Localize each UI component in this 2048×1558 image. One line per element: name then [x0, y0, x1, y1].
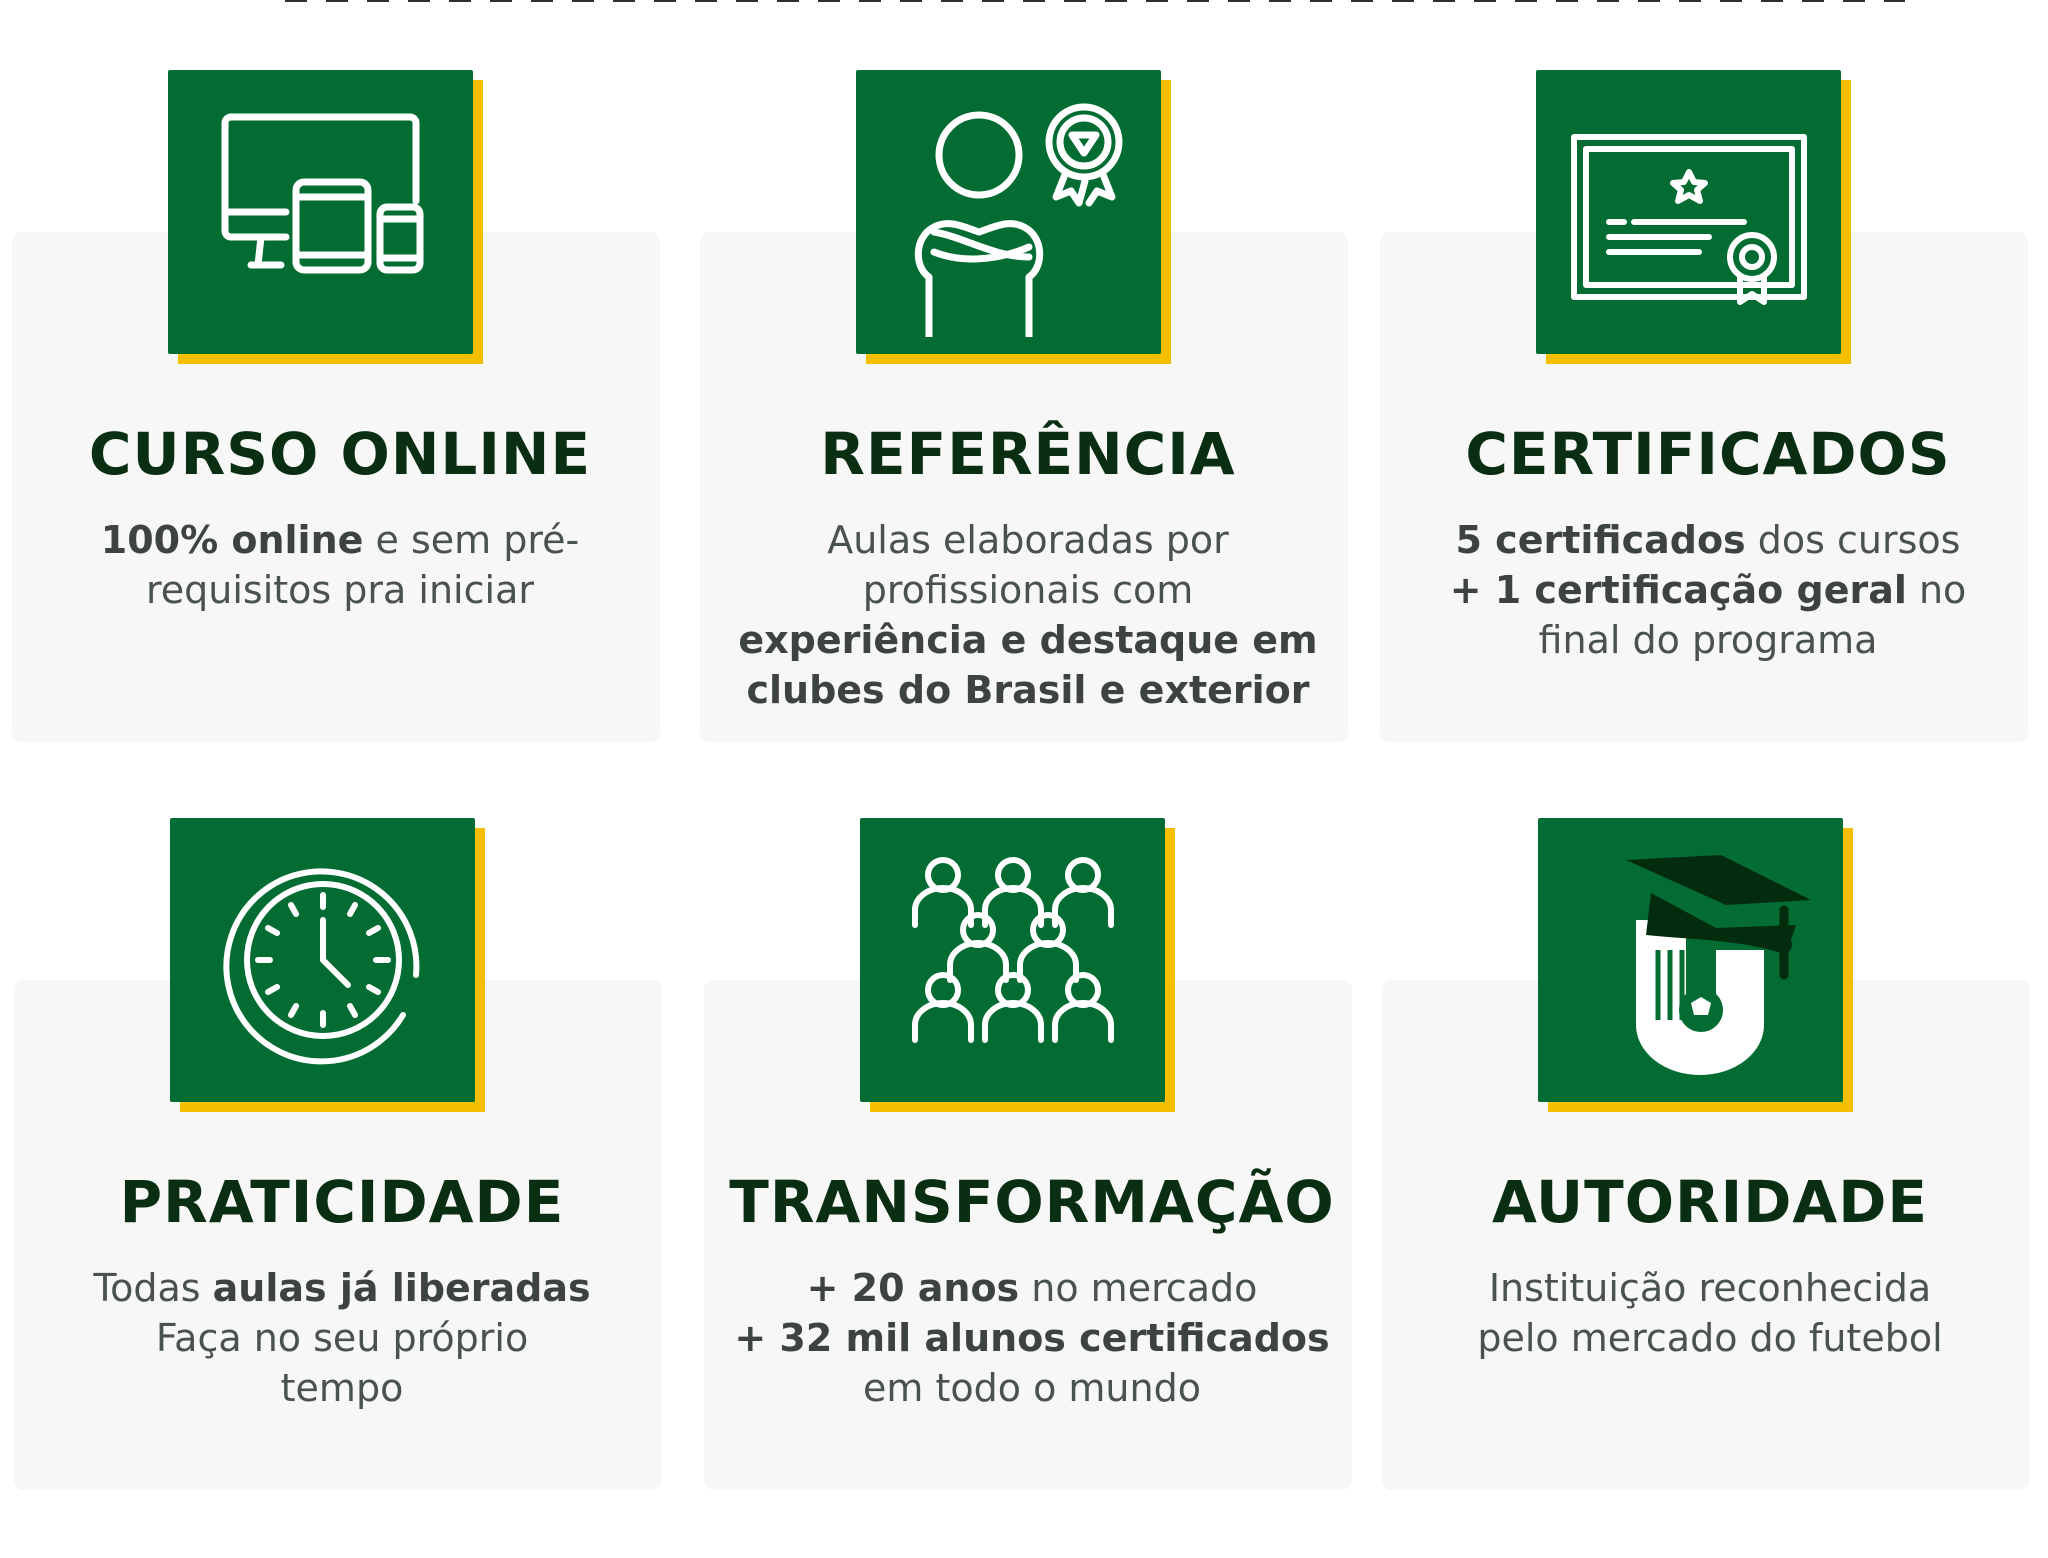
description-text: pelo mercado do futebol: [1477, 1316, 1943, 1360]
feature-description: + 20 anos no mercado+ 32 mil alunos cert…: [692, 1263, 1372, 1413]
feature-title: REFERÊNCIA: [820, 420, 1236, 488]
description-line: Aulas elaboradas por: [688, 515, 1368, 565]
feature-description: Instituição reconhecida pelo mercado do f…: [1370, 1263, 2048, 1363]
description-line: + 20 anos no mercado: [692, 1263, 1372, 1313]
description-line: Instituição reconhecida: [1370, 1263, 2048, 1313]
feature-referencia: REFERÊNCIA Aulas elaboradas por profissio…: [688, 70, 1368, 810]
group-people-icon: [860, 818, 1165, 1102]
highlight-text: clubes do Brasil e exterior: [746, 668, 1310, 712]
feature-title: AUTORIDADE: [1491, 1168, 1929, 1236]
description-text: Instituição reconhecida: [1488, 1266, 1932, 1310]
description-line: experiência e destaque em: [688, 615, 1368, 665]
description-text: e sem pré-: [363, 518, 580, 562]
certificate-icon: [1536, 70, 1841, 354]
description-text: no: [1906, 568, 1967, 612]
graduation-football-logo-icon: [1538, 818, 1843, 1102]
description-line: 5 certificados dos cursos: [1368, 515, 2048, 565]
highlight-text: + 20 anos: [806, 1266, 1020, 1310]
description-text: dos cursos: [1745, 518, 1961, 562]
description-line: clubes do Brasil e exterior: [688, 665, 1368, 715]
feature-description: 100% online e sem pré-requisitos pra ini…: [0, 515, 680, 615]
description-line: tempo: [2, 1363, 682, 1413]
description-text: profissionais com: [862, 568, 1194, 612]
description-line: requisitos pra iniciar: [0, 565, 680, 615]
highlight-text: + 32 mil alunos certificados: [734, 1316, 1330, 1360]
description-line: Faça no seu próprio: [2, 1313, 682, 1363]
highlight-text: experiência e destaque em: [738, 618, 1318, 662]
feature-title: PRATICIDADE: [119, 1168, 565, 1236]
devices-icon: [168, 70, 473, 354]
description-line: profissionais com: [688, 565, 1368, 615]
feature-title: TRANSFORMAÇÃO: [729, 1168, 1335, 1236]
description-line: pelo mercado do futebol: [1370, 1313, 2048, 1363]
description-text: Todas: [93, 1266, 213, 1310]
feature-certificados: CERTIFICADOS 5 certificados dos cursos+ …: [1368, 70, 2048, 810]
description-line: Todas aulas já liberadas: [2, 1263, 682, 1313]
description-text: Aulas elaboradas por: [827, 518, 1229, 562]
description-text: no mercado: [1019, 1266, 1258, 1310]
description-text: tempo: [280, 1366, 404, 1410]
feature-description: 5 certificados dos cursos+ 1 certificaçã…: [1368, 515, 2048, 665]
description-text: requisitos pra iniciar: [146, 568, 534, 612]
highlight-text: + 1 certificação geral: [1449, 568, 1907, 612]
feature-title: CERTIFICADOS: [1465, 420, 1951, 488]
feature-curso-online: CURSO ONLINE 100% online e sem pré-requi…: [0, 70, 680, 810]
description-line: + 32 mil alunos certificados: [692, 1313, 1372, 1363]
description-line: 100% online e sem pré-: [0, 515, 680, 565]
highlight-text: 5 certificados: [1455, 518, 1746, 562]
description-line: final do programa: [1368, 615, 2048, 665]
description-line: em todo o mundo: [692, 1363, 1372, 1413]
feature-title: CURSO ONLINE: [88, 420, 592, 488]
expert-award-icon: [856, 70, 1161, 354]
description-text: Faça no seu próprio: [155, 1316, 529, 1360]
feature-description: Aulas elaboradas por profissionais com exp…: [688, 515, 1368, 715]
description-text: final do programa: [1538, 618, 1878, 662]
highlight-text: 100% online: [100, 518, 364, 562]
description-text: em todo o mundo: [863, 1366, 1201, 1410]
clock-icon: [170, 818, 475, 1102]
feature-transformacao: TRANSFORMAÇÃO + 20 anos no mercado+ 32 m…: [692, 818, 1372, 1558]
dashed-divider: [285, 0, 1905, 2]
description-line: + 1 certificação geral no: [1368, 565, 2048, 615]
feature-autoridade: AUTORIDADE Instituição reconhecida pelo m…: [1370, 818, 2048, 1558]
highlight-text: aulas já liberadas: [212, 1266, 591, 1310]
